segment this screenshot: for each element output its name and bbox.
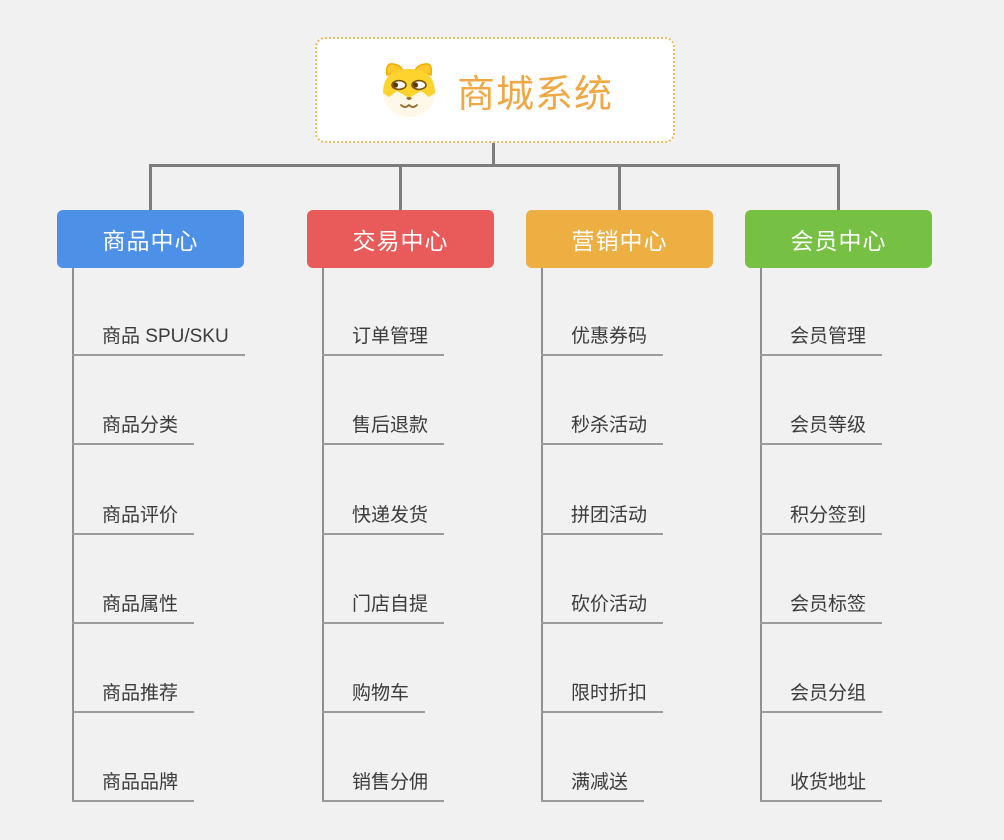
branch-header-1[interactable]: 商品中心	[57, 210, 244, 268]
branch-trunk-line	[541, 268, 543, 802]
leaf-item[interactable]: 秒杀活动	[541, 403, 664, 445]
leaf-item[interactable]: 收货地址	[760, 760, 883, 802]
leaf-item[interactable]: 限时折扣	[541, 671, 664, 713]
leaf-item[interactable]: 会员管理	[760, 314, 883, 356]
leaf-item[interactable]: 会员等级	[760, 403, 883, 445]
branch-trunk-line	[72, 268, 74, 802]
shiba-dog-icon	[382, 63, 435, 117]
leaf-item[interactable]: 满减送	[541, 760, 645, 802]
leaf-item[interactable]: 销售分佣	[322, 760, 445, 802]
leaf-item[interactable]: 拼团活动	[541, 493, 664, 535]
leaf-item[interactable]: 商品 SPU/SKU	[72, 314, 245, 356]
bus-line	[149, 164, 840, 167]
leaf-item[interactable]: 商品分类	[72, 403, 195, 445]
root-node[interactable]: 商城系统	[315, 37, 675, 143]
leaf-item[interactable]: 会员标签	[760, 582, 883, 624]
leaf-item[interactable]: 积分签到	[760, 493, 883, 535]
leaf-item[interactable]: 会员分组	[760, 671, 883, 713]
leaf-item[interactable]: 门店自提	[322, 582, 445, 624]
branch-trunk-line	[322, 268, 324, 802]
branch-drop-line	[399, 164, 402, 210]
branch-trunk-line	[760, 268, 762, 802]
leaf-item[interactable]: 砍价活动	[541, 582, 664, 624]
root-title: 商城系统	[456, 73, 613, 116]
leaf-item[interactable]: 商品推荐	[72, 671, 195, 713]
leaf-item[interactable]: 商品品牌	[72, 760, 195, 802]
leaf-item[interactable]: 商品属性	[72, 582, 195, 624]
leaf-item[interactable]: 优惠券码	[541, 314, 664, 356]
root-stem-line	[492, 143, 495, 166]
branch-header-3[interactable]: 营销中心	[526, 210, 713, 268]
branch-header-2[interactable]: 交易中心	[307, 210, 494, 268]
branch-drop-line	[618, 164, 621, 210]
leaf-item[interactable]: 快递发货	[322, 493, 445, 535]
branch-drop-line	[837, 164, 840, 210]
branch-drop-line	[149, 164, 152, 210]
leaf-item[interactable]: 商品评价	[72, 493, 195, 535]
branch-header-4[interactable]: 会员中心	[745, 210, 932, 268]
leaf-item[interactable]: 购物车	[322, 671, 426, 713]
leaf-item[interactable]: 售后退款	[322, 403, 445, 445]
leaf-item[interactable]: 订单管理	[322, 314, 445, 356]
